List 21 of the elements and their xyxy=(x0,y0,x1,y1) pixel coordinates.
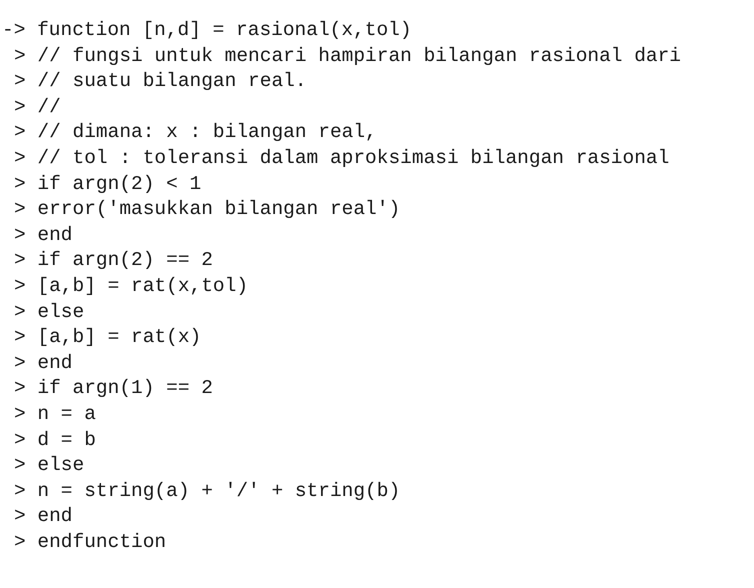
code-line: > end xyxy=(14,224,73,246)
code-line: > d = b xyxy=(14,428,96,451)
code-line: > end xyxy=(14,505,73,528)
code-line: > // xyxy=(14,96,61,118)
code-line: > else xyxy=(14,300,84,323)
code-line: > else xyxy=(14,454,84,476)
code-line: > if argn(2) < 1 xyxy=(14,172,202,195)
code-line: > n = string(a) + '/' + string(b) xyxy=(14,480,400,502)
code-line: -> function [n,d] = rasional(x,tol) xyxy=(2,19,412,41)
code-line: > error('masukkan bilangan real') xyxy=(14,198,400,220)
code-line: > // dimana: x : bilangan real, xyxy=(14,121,377,144)
code-line: > [a,b] = rat(x,tol) xyxy=(14,275,248,297)
code-line: > if argn(2) == 2 xyxy=(14,249,213,272)
code-line: > n = a xyxy=(14,403,96,425)
code-line: > endfunction xyxy=(14,531,166,553)
code-line: > // fungsi untuk mencari hampiran bilangan rasional dari xyxy=(14,44,682,67)
code-line: > end xyxy=(14,352,73,374)
code-line: > [a,b] = rat(x) xyxy=(14,326,202,348)
code-line: > // tol : toleransi dalam aproksimasi bilangan rasional xyxy=(14,147,670,169)
code-line: > if argn(1) == 2 xyxy=(14,377,213,400)
code-line: > // suatu bilangan real. xyxy=(14,70,307,92)
